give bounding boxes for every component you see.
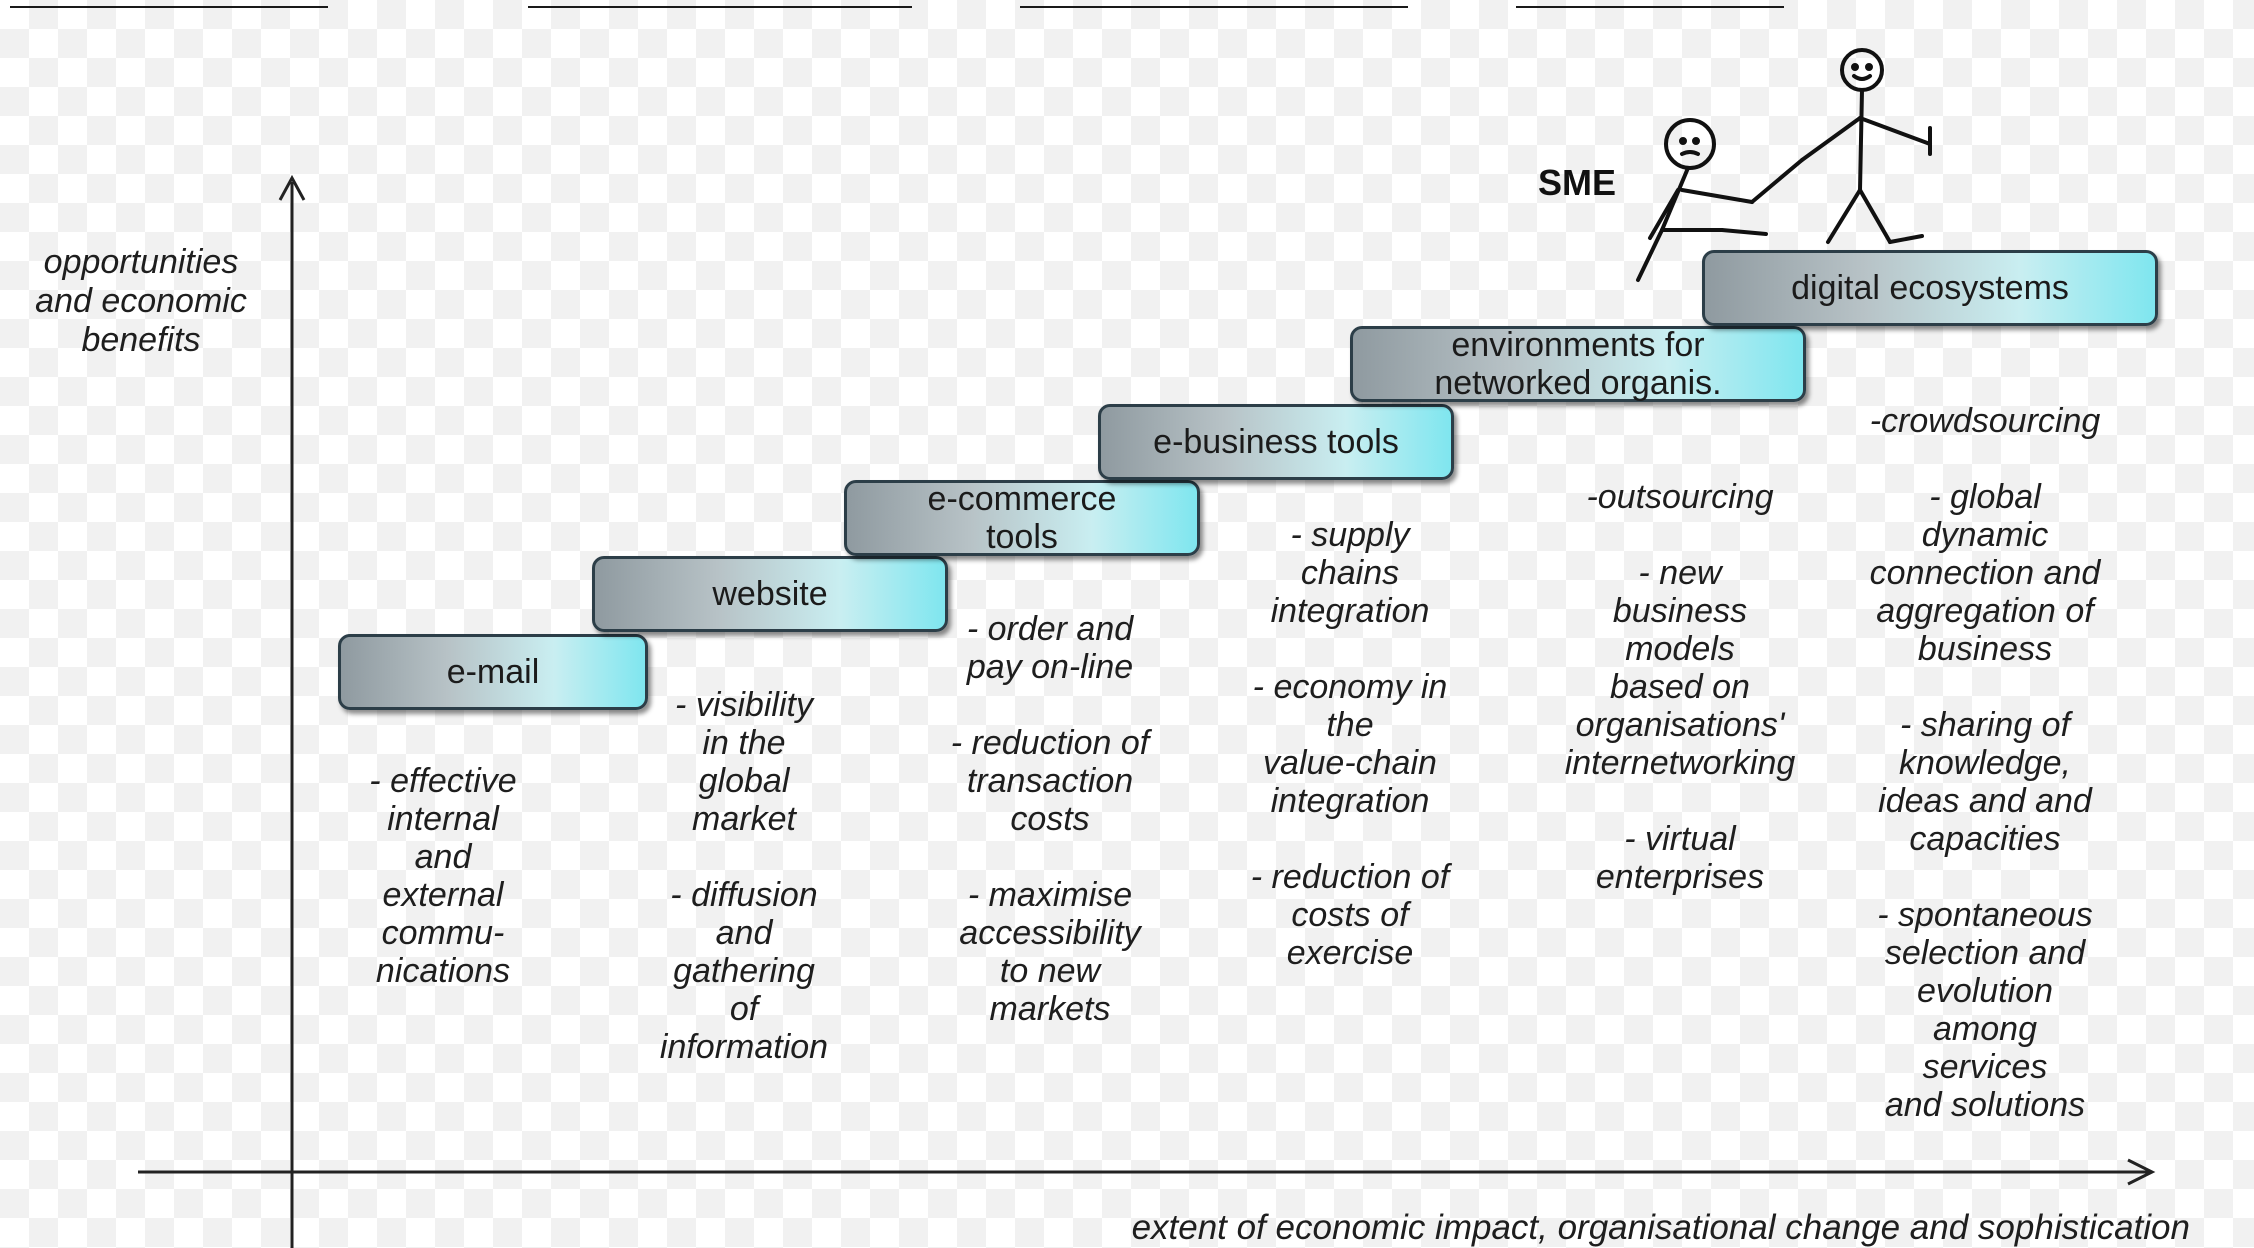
step-label: digital ecosystems <box>1791 269 2069 307</box>
benefit-item: -outsourcing <box>1586 478 1774 516</box>
step-website: website <box>592 556 948 632</box>
y-axis-arrow-icon <box>278 174 306 201</box>
y-axis-label: opportunities and economic benefits <box>35 243 247 359</box>
step-email: e-mail <box>338 634 648 710</box>
sme-label: SME <box>1538 162 1617 203</box>
top-rule-3 <box>1020 6 1408 8</box>
benefit-item: - maximise accessibility to new markets <box>959 876 1141 1028</box>
benefit-item: - global dynamic connection and aggregat… <box>1869 478 2101 668</box>
benefit-item: - diffusion and gathering of information <box>659 876 829 1066</box>
benefit-item: - effective internal and external commu-… <box>369 762 517 990</box>
benefit-item: - new business models based on organisat… <box>1564 554 1796 782</box>
step-label: website <box>712 575 828 613</box>
step-label: e-business tools <box>1153 423 1399 461</box>
benefit-item: - supply chains integration <box>1270 516 1430 630</box>
x-axis-arrow-icon <box>2127 1158 2156 1186</box>
stick-figures <box>1636 48 1932 282</box>
step-label: environments for networked organis. <box>1434 326 1722 402</box>
stick-figure-helper-icon <box>1750 48 1932 244</box>
benefit-item: - virtual enterprises <box>1595 820 1765 896</box>
benefit-item: - reduction of costs of exercise <box>1250 858 1450 972</box>
top-rule-2 <box>528 6 912 8</box>
benefit-item: - order and pay on-line <box>966 610 1134 686</box>
step-ecommerce-tools: e-commerce tools <box>844 480 1200 556</box>
stick-figure-sme-icon <box>1636 118 1768 282</box>
benefit-item: - reduction of transaction costs <box>950 724 1150 838</box>
benefit-item: -crowdsourcing <box>1869 402 2101 440</box>
x-axis-label: extent of economic impact, organisationa… <box>1131 1208 2190 1247</box>
benefit-item: - sharing of knowledge, ideas and and ca… <box>1878 706 2092 858</box>
step-label: e-mail <box>446 653 540 691</box>
benefits-email: - effective internal and external commu-… <box>318 762 568 990</box>
benefits-ecommerce: - order and pay on-line - reduction of t… <box>900 610 1200 1028</box>
benefits-networked: -outsourcing - new business models based… <box>1520 478 1840 896</box>
step-ebusiness-tools: e-business tools <box>1098 404 1454 480</box>
benefit-item: - spontaneous selection and evolution am… <box>1877 896 2093 1124</box>
benefit-item: - economy in the value-chain integration <box>1252 668 1448 820</box>
benefit-item: - visibility in the global market <box>675 686 813 838</box>
step-label: e-commerce tools <box>927 480 1117 556</box>
benefits-digital-ecosystems: -crowdsourcing - global dynamic connecti… <box>1820 402 2150 1124</box>
benefits-website: - visibility in the global market - diff… <box>614 686 874 1066</box>
top-rule-4 <box>1516 6 1784 8</box>
step-networked-environments: environments for networked organis. <box>1350 326 1806 402</box>
benefits-ebusiness: - supply chains integration - economy in… <box>1200 516 1500 972</box>
top-rule-1 <box>10 6 328 8</box>
step-digital-ecosystems: digital ecosystems <box>1702 250 2158 326</box>
